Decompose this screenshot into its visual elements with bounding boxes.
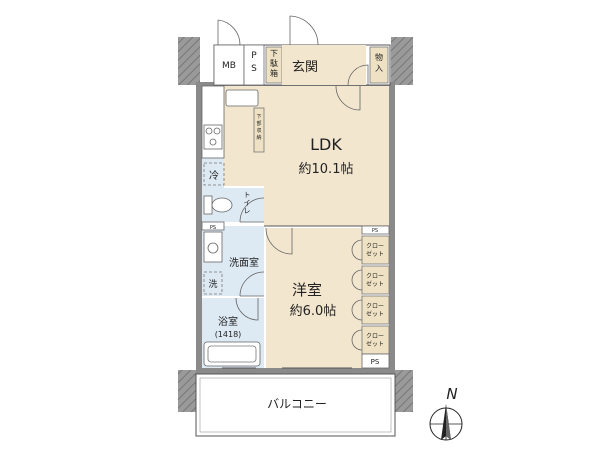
lower-storage [253,107,265,153]
senmenshitsu-label: 洗面室 [229,256,259,269]
closet-1 [361,235,390,265]
kitchen-column [201,85,265,226]
ps-bottom-box [361,353,390,369]
closet-3 [361,295,390,325]
wet-area [201,221,265,368]
mb-box [213,44,245,86]
ldk-area-label: 約10.1帖 [299,162,354,177]
ldk-label: LDK [310,135,342,154]
western-room [264,225,390,369]
ps-top-label-s: S [251,64,257,74]
ps-small-right-box [361,225,390,235]
toilet-label: トイレ [244,191,251,215]
ps-top-box [243,44,265,86]
north-compass-icon: N [429,385,463,441]
ps-top-label-p: P [251,51,257,61]
closet-label-4: クローゼット [366,333,384,348]
sink [225,89,259,107]
monoire-label: 物入 [375,52,383,73]
yoshitsu-label: 洋室 [292,281,322,299]
stove [203,124,223,150]
closet-labels: クローゼット クローゼット クローゼット クローゼット [366,243,384,348]
ps-small-left-label: PS [210,225,216,231]
yoshitsu-area-label: 約6.0帖 [290,304,337,319]
north-label: N [446,385,457,403]
ps-bottom-label: PS [371,358,380,366]
ps-small-right-label: PS [372,228,378,234]
entry-strip [213,15,391,86]
lower-storage-label: 下部収納 [256,114,261,141]
balcony [195,373,396,437]
closet-label-3: クローゼット [366,303,384,318]
bathtub [203,341,261,367]
genkan-label: 玄関 [292,60,318,75]
closet-label-2: クローゼット [366,273,384,288]
mb-label: MB [222,61,236,71]
shoe-box-label: 下駄箱 [270,49,278,78]
ps-small-left-box [201,221,225,231]
closet-label-1: クローゼット [366,243,384,258]
closet-4 [361,325,390,355]
closet-2 [361,265,390,295]
yokushitsu-label: 浴室 [218,315,238,328]
bath-size-label: (1418) [215,330,242,339]
fridge-space [203,162,225,186]
sen-label: 洗 [208,278,217,290]
fridge-label: 冷 [209,169,219,182]
balcony-label: バルコニー [267,397,327,411]
storage-box [369,46,389,84]
